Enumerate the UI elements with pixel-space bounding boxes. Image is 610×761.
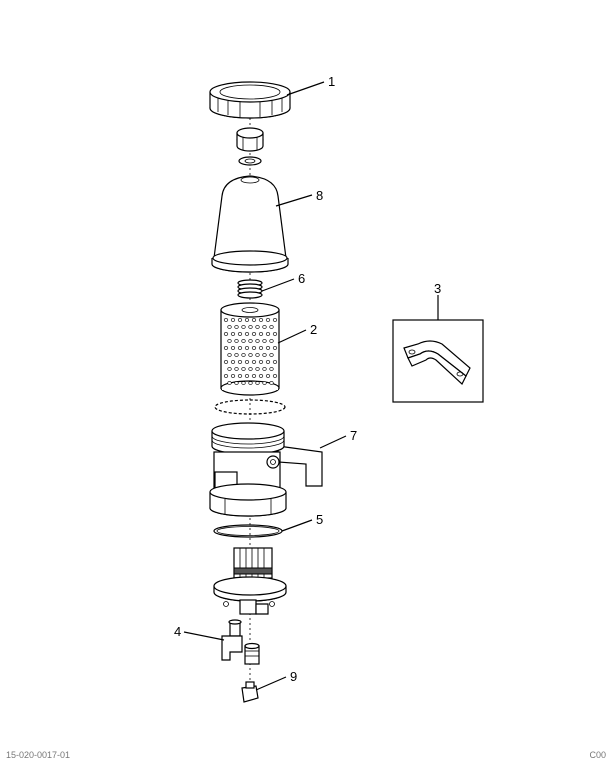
callout-9: 9	[290, 669, 297, 684]
connector-fitting[interactable]	[244, 642, 260, 665]
footer-doc-id: 15-020-0017-01	[6, 750, 71, 760]
retaining-nut[interactable]	[236, 127, 264, 152]
callout-8: 8	[316, 188, 323, 203]
part-8-filter-cover[interactable]	[211, 175, 289, 273]
callout-5: 5	[316, 512, 323, 527]
part-2-filter-element[interactable]	[220, 302, 280, 396]
part-6-spring[interactable]	[237, 279, 263, 299]
footer-revision: C00	[589, 750, 606, 760]
o-ring-upper[interactable]	[214, 399, 286, 415]
filter-perforations	[223, 318, 278, 385]
callout-2: 2	[310, 322, 317, 337]
heater-base[interactable]	[213, 547, 287, 615]
leader-lines	[183, 81, 439, 691]
washer[interactable]	[238, 156, 262, 166]
callout-4: 4	[174, 624, 181, 639]
part-4-elbow-fitting[interactable]	[221, 619, 243, 661]
part-3-pipe-clamp[interactable]	[403, 340, 471, 385]
callout-1: 1	[328, 74, 335, 89]
part-1-ring-nut[interactable]	[209, 81, 291, 119]
part-7-filter-body[interactable]	[209, 422, 323, 517]
callout-6: 6	[298, 271, 305, 286]
callout-3: 3	[434, 281, 441, 296]
callout-7: 7	[350, 428, 357, 443]
part-9-plug[interactable]	[241, 681, 259, 703]
